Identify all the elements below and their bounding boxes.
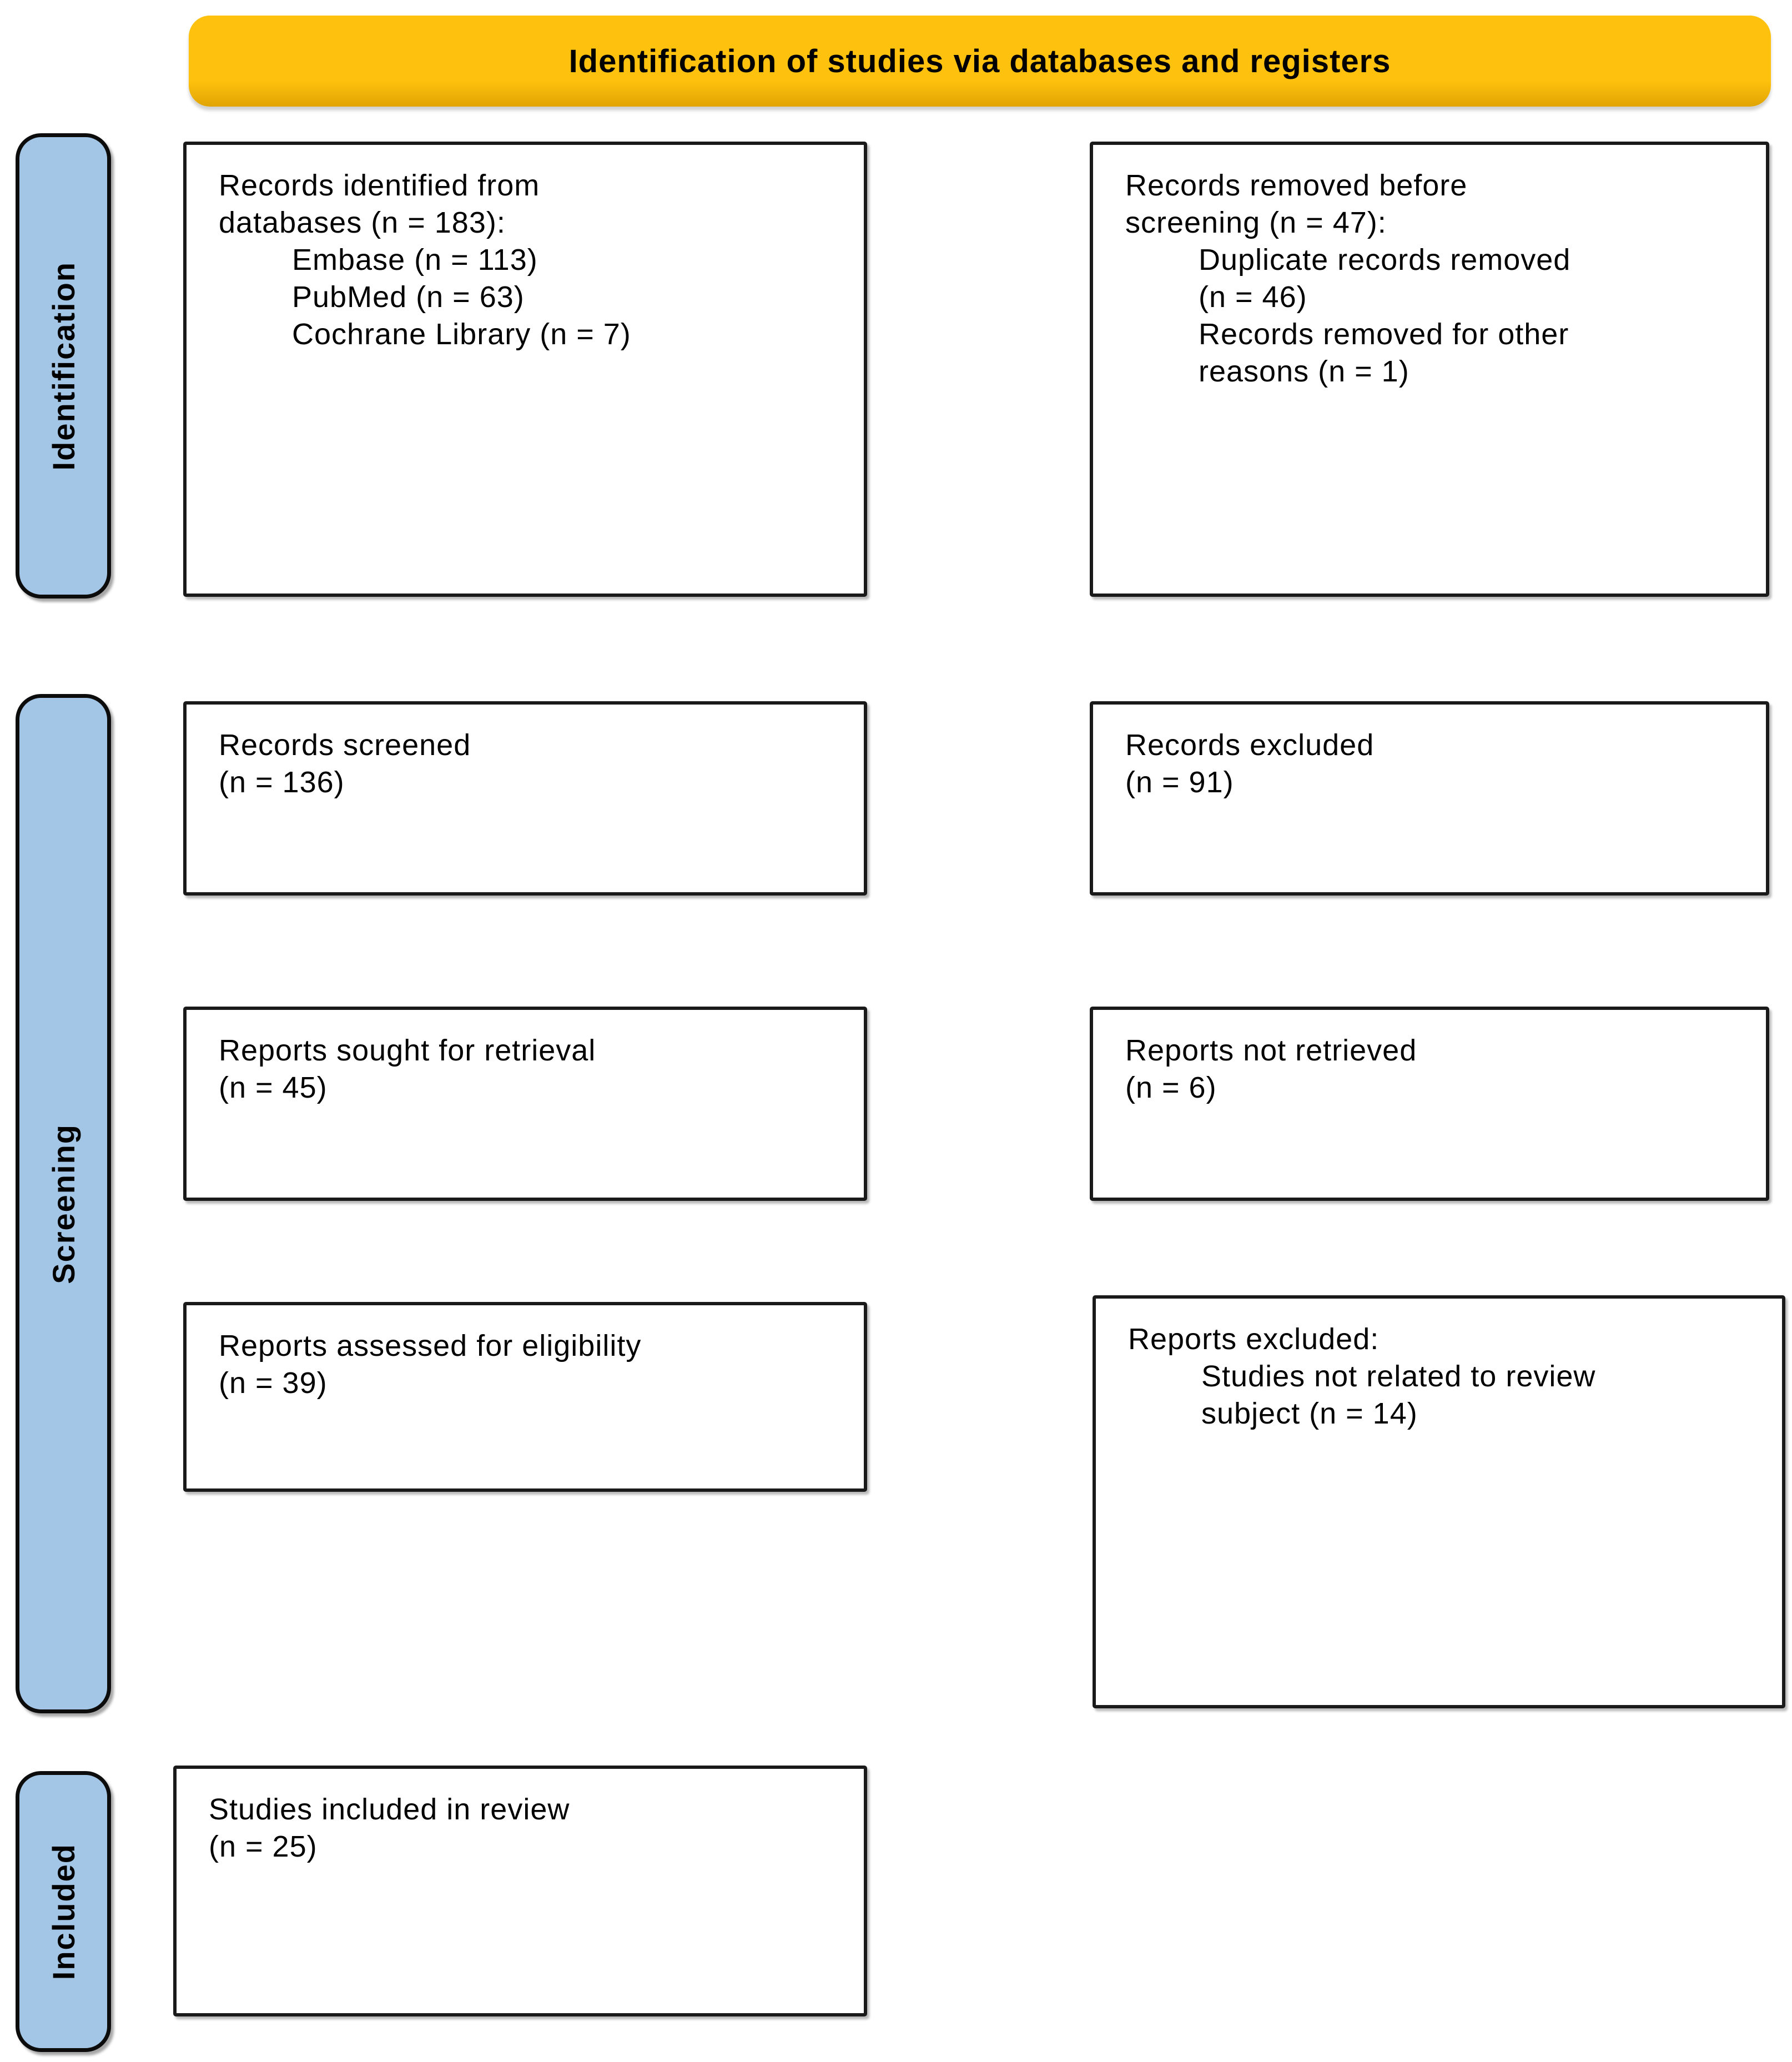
stage-identification-label: Identification bbox=[46, 261, 81, 471]
box-line: Studies included in review bbox=[209, 1793, 570, 1826]
stage-identification: Identification bbox=[16, 133, 111, 599]
box-line: Duplicate records removed bbox=[1199, 243, 1571, 276]
box-line: Records excluded bbox=[1125, 728, 1375, 762]
box-records-excluded: Records excluded (n = 91) bbox=[1090, 701, 1769, 896]
box-line: (n = 25) bbox=[209, 1830, 318, 1863]
box-line: Reports assessed for eligibility bbox=[219, 1329, 642, 1362]
box-line: reasons (n = 1) bbox=[1199, 355, 1410, 388]
box-line: Cochrane Library (n = 7) bbox=[292, 318, 631, 351]
box-records-identified: Records identified from databases (n = 18… bbox=[183, 142, 867, 597]
stage-included-label: Included bbox=[46, 1843, 81, 1980]
stage-screening: Screening bbox=[16, 694, 111, 1713]
box-line: Reports sought for retrieval bbox=[219, 1034, 596, 1067]
box-reports-assessed: Reports assessed for eligibility (n = 39) bbox=[183, 1302, 867, 1492]
box-line: databases (n = 183): bbox=[219, 206, 506, 239]
box-line: Records removed before bbox=[1125, 169, 1468, 202]
box-line: (n = 45) bbox=[219, 1071, 328, 1104]
box-line: Reports excluded: bbox=[1128, 1322, 1380, 1356]
box-line: Studies not related to review bbox=[1201, 1360, 1596, 1393]
box-line: (n = 6) bbox=[1125, 1071, 1217, 1104]
box-line: Records screened bbox=[219, 728, 471, 762]
box-line: (n = 91) bbox=[1125, 766, 1234, 799]
box-studies-included: Studies included in review (n = 25) bbox=[173, 1766, 867, 2016]
box-line: Embase (n = 113) bbox=[292, 243, 538, 276]
stage-included: Included bbox=[16, 1771, 111, 2052]
box-line: Records removed for other bbox=[1199, 318, 1569, 351]
box-line: subject (n = 14) bbox=[1201, 1397, 1418, 1430]
box-line: screening (n = 47): bbox=[1125, 206, 1387, 239]
box-line: Records identified from bbox=[219, 169, 540, 202]
box-line: (n = 39) bbox=[219, 1366, 328, 1400]
header-banner: Identification of studies via databases … bbox=[189, 16, 1771, 107]
box-line: (n = 136) bbox=[219, 766, 345, 799]
box-reports-excluded: Reports excluded: Studies not related to … bbox=[1093, 1295, 1785, 1708]
box-line: Reports not retrieved bbox=[1125, 1034, 1417, 1067]
stage-screening-label: Screening bbox=[46, 1123, 81, 1284]
box-reports-sought: Reports sought for retrieval (n = 45) bbox=[183, 1007, 867, 1201]
box-records-screened: Records screened (n = 136) bbox=[183, 701, 867, 896]
box-line: PubMed (n = 63) bbox=[292, 280, 525, 314]
box-reports-not-retrieved: Reports not retrieved (n = 6) bbox=[1090, 1007, 1769, 1201]
box-line: (n = 46) bbox=[1199, 280, 1307, 314]
diagram-title: Identification of studies via databases … bbox=[568, 43, 1391, 79]
box-records-removed: Records removed before screening (n = 47)… bbox=[1090, 142, 1769, 597]
